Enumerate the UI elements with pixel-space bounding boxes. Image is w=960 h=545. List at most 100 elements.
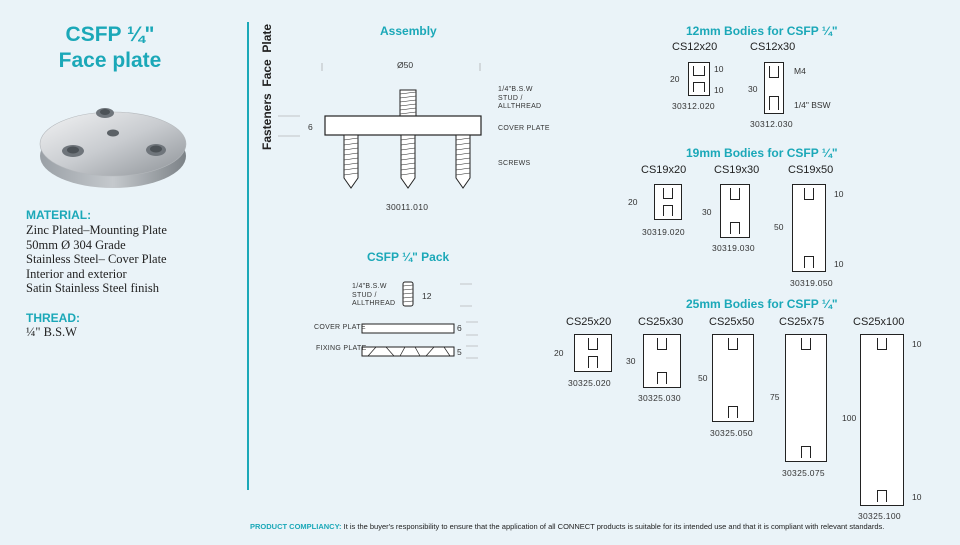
cs25x30-name: CS25x30 bbox=[638, 316, 684, 328]
cs12x20-top: 10 bbox=[714, 64, 724, 74]
cs12x30-code: 30312.030 bbox=[750, 119, 793, 129]
thread-hole bbox=[728, 338, 738, 350]
cs25x30-body bbox=[643, 334, 681, 388]
thread-hole bbox=[801, 446, 811, 458]
assembly-cover-label: COVER PLATE bbox=[498, 125, 550, 132]
cs25x30-dim: 30 bbox=[626, 356, 636, 366]
cs25x50-body bbox=[712, 334, 754, 422]
assembly-title: Assembly bbox=[380, 24, 437, 38]
cs25x75-code: 30325.075 bbox=[782, 468, 825, 478]
thread-hole bbox=[588, 356, 598, 368]
thread-hole bbox=[657, 338, 667, 350]
cs25x100-name: CS25x100 bbox=[853, 316, 905, 328]
pack-stud-label: 1/4"B.S.W STUD / ALLTHREAD bbox=[352, 283, 396, 307]
cs25x75-name: CS25x75 bbox=[779, 316, 825, 328]
thread-heading: THREAD: bbox=[26, 311, 80, 325]
cs19x50-code: 30319.050 bbox=[790, 278, 833, 288]
cs25x100-bot: 10 bbox=[912, 492, 922, 502]
material-line-1: Zinc Plated–Mounting Plate bbox=[26, 223, 167, 237]
assembly-thickness: 6 bbox=[308, 122, 313, 132]
cs12x20-code: 30312.020 bbox=[672, 101, 715, 111]
cs25x20-dim: 20 bbox=[554, 348, 564, 358]
pack-fixing-label: FIXING PLATE bbox=[316, 345, 367, 352]
thread-hole bbox=[693, 82, 705, 92]
pack-drawing bbox=[361, 281, 478, 359]
thread-hole bbox=[769, 66, 779, 78]
bodies25-title: 25mm Bodies for CSFP ¼" bbox=[686, 297, 838, 311]
material-heading: MATERIAL: bbox=[26, 208, 92, 222]
thread-value: ¼" B.S.W bbox=[26, 325, 77, 339]
cs25x50-code: 30325.050 bbox=[710, 428, 753, 438]
thread-hole bbox=[769, 96, 779, 110]
cs19x20-name: CS19x20 bbox=[641, 164, 687, 176]
pack-stud-dim: 12 bbox=[422, 291, 432, 301]
cs19x30-name: CS19x30 bbox=[714, 164, 760, 176]
face-plate-photo bbox=[39, 108, 187, 188]
cs12x30-body bbox=[764, 62, 784, 114]
bodies19-title: 19mm Bodies for CSFP ¼" bbox=[686, 146, 838, 160]
cs25x30-code: 30325.030 bbox=[638, 393, 681, 403]
assembly-drawing bbox=[278, 63, 482, 189]
thread-hole bbox=[877, 490, 887, 502]
thread-hole bbox=[730, 222, 740, 234]
cs19x30-code: 30319.030 bbox=[712, 243, 755, 253]
cs25x50-dim: 50 bbox=[698, 373, 708, 383]
cs12x30-bot: 1/4" BSW bbox=[794, 100, 831, 110]
thread-hole bbox=[804, 256, 814, 268]
cs12x30-dim: 30 bbox=[748, 84, 758, 94]
pack-title: CSFP ¼" Pack bbox=[367, 250, 450, 264]
cs25x20-code: 30325.020 bbox=[568, 378, 611, 388]
thread-hole bbox=[663, 205, 673, 216]
cs19x50-top: 10 bbox=[834, 189, 844, 199]
pack-fixing-dim: 5 bbox=[457, 347, 462, 357]
cs25x100-top: 10 bbox=[912, 339, 922, 349]
cs19x50-bot: 10 bbox=[834, 259, 844, 269]
cs25x100-body bbox=[860, 334, 904, 506]
assembly-screws-label: SCREWS bbox=[498, 160, 531, 167]
cs19x30-dim: 30 bbox=[702, 207, 712, 217]
product-title: CSFP ¼" Face plate bbox=[58, 23, 162, 72]
assembly-stud-label: 1/4"B.S.W STUD / ALLTHREAD bbox=[498, 86, 542, 110]
cs19x20-code: 30319.020 bbox=[642, 227, 685, 237]
cs25x100-dim: 100 bbox=[842, 413, 857, 423]
material-line-5: Satin Stainless Steel finish bbox=[26, 281, 159, 295]
compliance-footer: PRODUCT COMPLIANCY: It is the buyer's re… bbox=[250, 522, 884, 531]
material-line-4: Interior and exterior bbox=[26, 266, 127, 281]
cs25x75-dim: 75 bbox=[770, 392, 780, 402]
bodies12-title: 12mm Bodies for CSFP ¼" bbox=[686, 24, 838, 38]
vertical-divider bbox=[247, 22, 249, 490]
cs12x20-body bbox=[688, 62, 710, 96]
cs12x20-name: CS12x20 bbox=[672, 41, 718, 53]
thread-hole bbox=[801, 338, 811, 350]
cs12x20-dim: 20 bbox=[670, 74, 680, 84]
assembly-code: 30011.010 bbox=[386, 202, 429, 212]
thread-hole bbox=[657, 372, 667, 384]
cs19x50-body bbox=[792, 184, 826, 272]
assembly-diameter: Ø50 bbox=[397, 60, 414, 70]
cs25x50-name: CS25x50 bbox=[709, 316, 755, 328]
footer-heading: PRODUCT COMPLIANCY: bbox=[250, 522, 342, 531]
cs25x100-code: 30325.100 bbox=[858, 511, 901, 521]
thread-hole bbox=[804, 188, 814, 200]
cs12x20-bot: 10 bbox=[714, 85, 724, 95]
cs19x30-body bbox=[720, 184, 750, 238]
pack-cover-dim: 6 bbox=[457, 323, 462, 333]
material-line-2: 50mm Ø 304 Grade bbox=[26, 237, 126, 252]
pack-cover-label: COVER PLATE bbox=[314, 324, 366, 331]
thread-hole bbox=[877, 338, 887, 350]
thread-hole bbox=[730, 188, 740, 200]
thread-hole bbox=[588, 338, 598, 350]
cs25x20-name: CS25x20 bbox=[566, 316, 612, 328]
cs19x20-body bbox=[654, 184, 682, 220]
cs12x30-top: M4 bbox=[794, 66, 806, 76]
cs19x50-dim: 50 bbox=[774, 222, 784, 232]
cs25x20-body bbox=[574, 334, 612, 372]
cs19x50-name: CS19x50 bbox=[788, 164, 834, 176]
cs12x30-name: CS12x30 bbox=[750, 41, 796, 53]
footer-text: It is the buyer's responsibility to ensu… bbox=[341, 522, 885, 531]
thread-hole bbox=[728, 406, 738, 418]
cs25x75-body bbox=[785, 334, 827, 462]
cs19x20-dim: 20 bbox=[628, 197, 638, 207]
thread-hole bbox=[693, 66, 705, 76]
thread-hole bbox=[663, 188, 673, 199]
